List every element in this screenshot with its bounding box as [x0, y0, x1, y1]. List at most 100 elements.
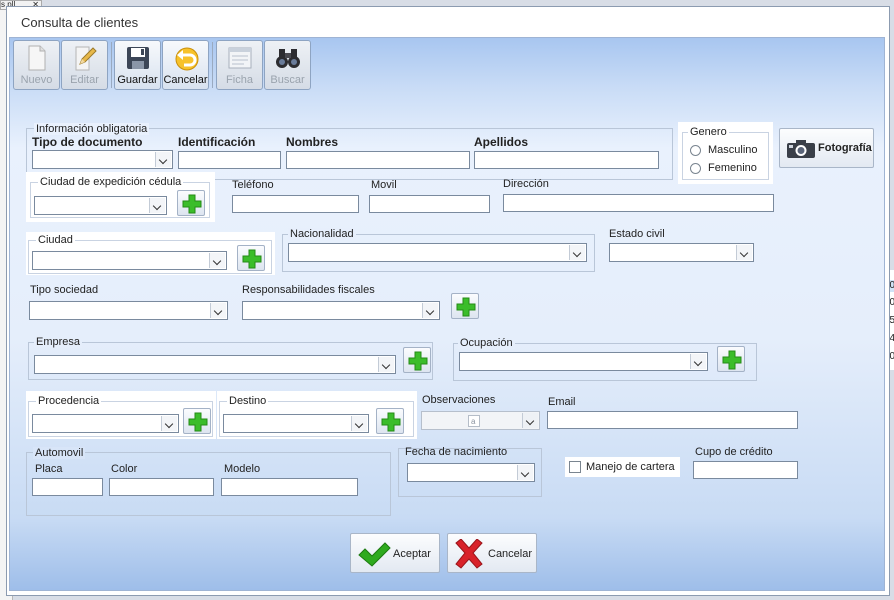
plus-icon [242, 249, 262, 269]
tipo-sociedad-combo[interactable] [29, 301, 228, 320]
ocupacion-combo[interactable] [459, 352, 708, 371]
plus-icon [188, 412, 208, 432]
plus-icon [182, 194, 202, 214]
chevron-down-icon[interactable] [517, 465, 533, 480]
guardar-button[interactable]: Guardar [114, 40, 161, 90]
checkmark-icon [358, 542, 391, 567]
nombres-input[interactable] [286, 151, 470, 169]
add-empresa-button[interactable] [403, 347, 431, 373]
chevron-down-icon[interactable] [569, 245, 585, 260]
title-bar[interactable]: Consulta de clientes [7, 7, 889, 37]
chevron-down-icon[interactable] [161, 416, 177, 431]
movil-input[interactable] [369, 195, 490, 213]
add-ocupacion-button[interactable] [717, 346, 745, 372]
fecha-nacimiento-picker[interactable] [407, 463, 535, 482]
fotografia-button[interactable]: Fotografía [779, 128, 874, 168]
identificacion-input[interactable] [178, 151, 281, 169]
form-sheet-icon [228, 47, 252, 69]
femenino-radio[interactable] [690, 163, 701, 174]
add-ciudad-expedicion-button[interactable] [177, 190, 205, 216]
destino-combo[interactable] [223, 414, 369, 433]
estado-civil-combo[interactable] [609, 243, 754, 262]
chevron-down-icon[interactable] [736, 245, 752, 260]
destino-label: Destino [227, 395, 269, 407]
manejo-cartera-label: Manejo de cartera [586, 461, 675, 473]
chevron-down-icon[interactable] [155, 152, 171, 167]
ocupacion-label: Ocupación [458, 337, 515, 349]
empresa-combo[interactable] [34, 355, 396, 374]
procedencia-combo[interactable] [32, 414, 179, 433]
email-input[interactable] [547, 411, 798, 429]
nuevo-button[interactable]: Nuevo [13, 40, 60, 90]
responsabilidades-label: Responsabilidades fiscales [242, 284, 375, 296]
apellidos-label: Apellidos [474, 135, 529, 149]
chevron-down-icon[interactable] [351, 416, 367, 431]
info-obligatoria-group [26, 128, 673, 180]
direccion-input[interactable] [503, 194, 774, 212]
add-destino-button[interactable] [376, 408, 404, 434]
cancelar-button[interactable]: Cancelar [447, 533, 537, 573]
responsabilidades-combo[interactable] [242, 301, 440, 320]
color-input[interactable] [109, 478, 214, 496]
close-icon[interactable]: ✕ [32, 0, 39, 9]
aceptar-button[interactable]: Aceptar [350, 533, 440, 573]
editar-label: Editar [70, 74, 99, 86]
chevron-down-icon[interactable] [422, 303, 438, 318]
chevron-down-icon[interactable] [690, 354, 706, 369]
empresa-label: Empresa [34, 336, 83, 348]
add-procedencia-button[interactable] [183, 408, 211, 434]
observaciones-editor[interactable]: a [421, 411, 540, 430]
chevron-down-icon[interactable] [378, 357, 394, 372]
nacionalidad-label: Nacionalidad [288, 228, 356, 240]
modelo-input[interactable] [221, 478, 358, 496]
tipo-documento-label: Tipo de documento [32, 135, 143, 149]
binoculars-icon [276, 49, 300, 68]
svg-text:a: a [471, 417, 476, 426]
add-responsabilidad-button[interactable] [451, 293, 479, 319]
plus-icon [722, 350, 742, 370]
tipo-documento-combo[interactable] [32, 150, 173, 169]
aceptar-label: Aceptar [393, 548, 431, 560]
chevron-down-icon[interactable] [522, 413, 538, 428]
cancel-x-icon [455, 539, 483, 569]
identificacion-label: Identificación [178, 135, 256, 149]
femenino-label: Femenino [708, 162, 757, 174]
tipo-sociedad-label: Tipo sociedad [30, 284, 99, 296]
camera-icon [787, 140, 815, 158]
editar-button[interactable]: Editar [61, 40, 108, 90]
cancelar-label: Cancelar [488, 548, 533, 560]
apellidos-input[interactable] [474, 151, 659, 169]
ficha-button[interactable]: Ficha [216, 40, 263, 90]
procedencia-frame [28, 401, 213, 437]
ciudad-group: Ciudad [26, 232, 275, 275]
plus-icon [456, 297, 476, 317]
masculino-radio[interactable] [690, 145, 701, 156]
ciudad-label: Ciudad [36, 234, 75, 246]
toolbar-separator [212, 42, 213, 88]
telefono-input[interactable] [232, 195, 359, 213]
buscar-label: Buscar [270, 74, 305, 86]
chevron-down-icon[interactable] [149, 198, 165, 213]
info-obligatoria-label: Información obligatoria [34, 123, 150, 135]
dialog-client-area: Nuevo Editar Guardar Cancelar Ficha Busc… [9, 37, 885, 591]
add-ciudad-button[interactable] [237, 245, 265, 271]
cupo-credito-input[interactable] [693, 461, 798, 479]
ciudad-expedicion-combo[interactable] [34, 196, 167, 215]
buscar-button[interactable]: Buscar [264, 40, 311, 90]
modelo-label: Modelo [224, 463, 261, 475]
ciudad-combo[interactable] [32, 251, 227, 270]
manejo-cartera-checkbox[interactable] [569, 461, 581, 473]
plus-icon [381, 412, 401, 432]
cancelar-toolbar-button[interactable]: Cancelar [162, 40, 209, 90]
destino-group: Destino [217, 391, 417, 439]
destino-frame [219, 401, 414, 437]
placa-input[interactable] [32, 478, 103, 496]
nacionalidad-combo[interactable] [288, 243, 587, 262]
fotografia-label: Fotografía [818, 142, 872, 154]
placa-label: Placa [35, 463, 63, 475]
manejo-cartera-box: Manejo de cartera [565, 457, 680, 477]
plus-icon [408, 351, 428, 371]
chevron-down-icon[interactable] [209, 253, 225, 268]
direccion-label: Dirección [503, 178, 549, 190]
chevron-down-icon[interactable] [210, 303, 226, 318]
